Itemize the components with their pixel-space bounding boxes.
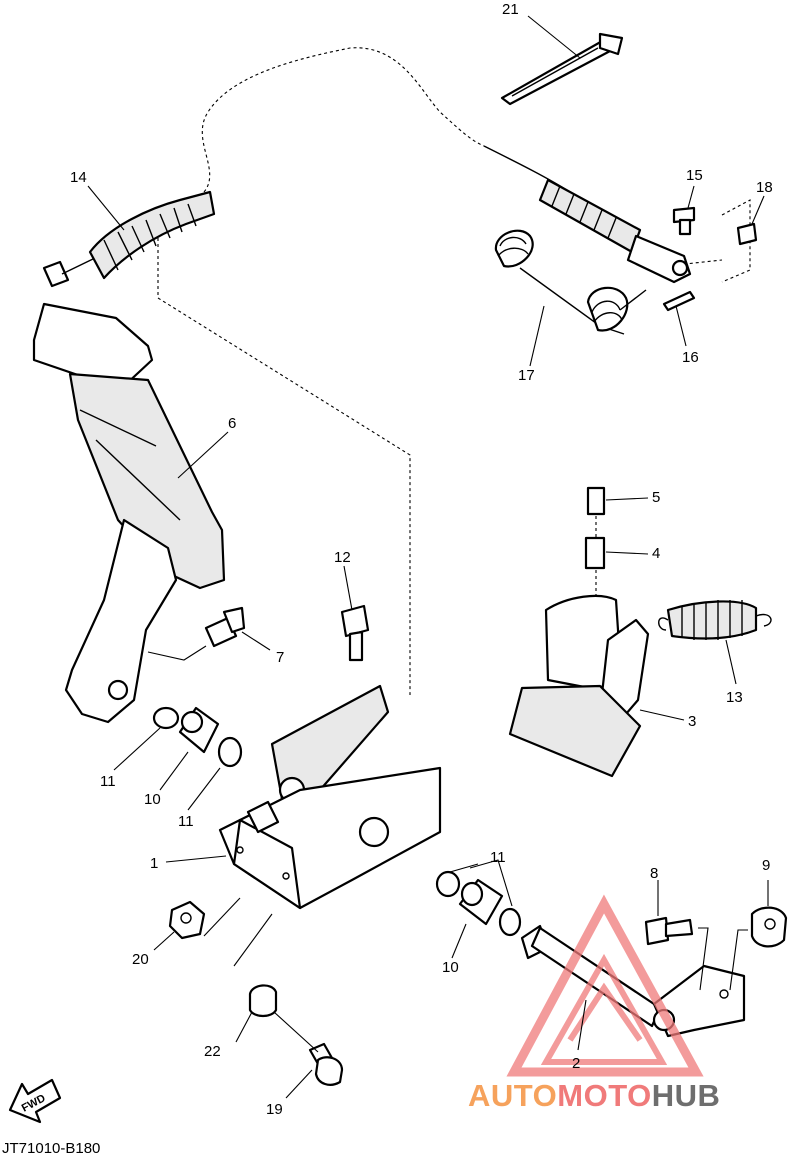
fwd-direction-arrow: FWD [8,1078,62,1124]
callout-12: 12 [334,549,351,566]
callout-labels: 21 14 15 18 17 16 6 5 4 12 13 7 3 11 10 … [70,1,773,1118]
pin-15 [672,206,696,236]
pedal-lever-3 [508,594,650,778]
collar-22 [248,984,278,1018]
diagram-code: JT71010-B180 [2,1140,101,1157]
callout-18: 18 [756,179,773,196]
callout-2: 2 [572,1055,580,1072]
cable-tie-21 [500,32,624,106]
nut-20 [168,900,206,940]
accelerator-pedal-6 [32,302,226,724]
callout-1: 1 [150,855,158,872]
bushing-set-left [152,706,243,768]
bolt-7 [204,606,246,648]
cap-18 [736,222,758,246]
pedal-bracket-1 [218,684,442,910]
callout-10-a: 10 [144,791,161,808]
watermark-logo [506,894,704,1077]
leader-lines [87,15,769,1099]
callout-13: 13 [726,689,743,706]
callout-17: 17 [518,367,535,384]
callout-11-c: 11 [490,849,506,866]
callout-7: 7 [276,649,284,666]
callout-14: 14 [70,169,87,186]
throttle-cable-14 [42,145,692,288]
callout-4: 4 [652,545,660,562]
bolt-8 [644,916,694,946]
bolt-19 [308,1042,344,1086]
callout-21: 21 [502,1,519,18]
callout-16: 16 [682,349,699,366]
callout-20: 20 [132,951,149,968]
callout-3: 3 [688,713,696,730]
callout-10-b: 10 [442,959,459,976]
callout-11-a: 11 [100,773,116,790]
pins-4-5 [584,486,606,570]
watermark-part-3: HUB [651,1078,721,1113]
callout-22: 22 [204,1043,221,1060]
shaft-arm-2 [520,924,746,1038]
dashed-routing-lines [157,47,751,695]
return-spring-17 [494,229,647,335]
callout-11-b: 11 [178,813,194,830]
watermark-part-1: AUTO [468,1078,558,1113]
callout-8: 8 [650,865,658,882]
bolt-12 [340,604,370,662]
callout-15: 15 [686,167,703,184]
cotter-pin-16 [662,290,696,312]
bushing-set-right [435,870,522,937]
callout-19: 19 [266,1101,283,1118]
watermark-part-2: MOTO [557,1078,652,1113]
callout-5: 5 [652,489,660,506]
nut-9 [750,906,788,948]
callout-9: 9 [762,857,770,874]
spring-13 [658,600,772,640]
callout-6: 6 [228,415,236,432]
watermark-text: AUTOMOTOHUB [468,1078,720,1114]
